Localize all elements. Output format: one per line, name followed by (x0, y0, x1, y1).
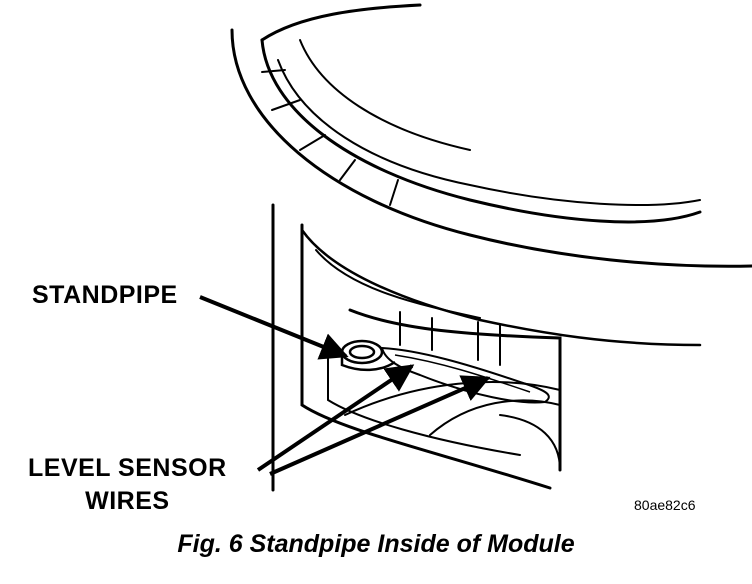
wires-label-line1: LEVEL SENSOR (28, 454, 227, 482)
figure-caption: Fig. 6 Standpipe Inside of Module (177, 530, 575, 558)
reference-code: 80ae82c6 (634, 497, 696, 513)
module-body (271, 203, 702, 492)
standpipe-callout-label: STANDPIPE (32, 281, 178, 309)
module-top-rim (230, 3, 752, 268)
callout-leaders (199, 295, 491, 476)
level-sensor-wires-callout-label: LEVEL SENSOR WIRES (28, 452, 227, 517)
wires-label-line2: WIRES (85, 486, 170, 515)
